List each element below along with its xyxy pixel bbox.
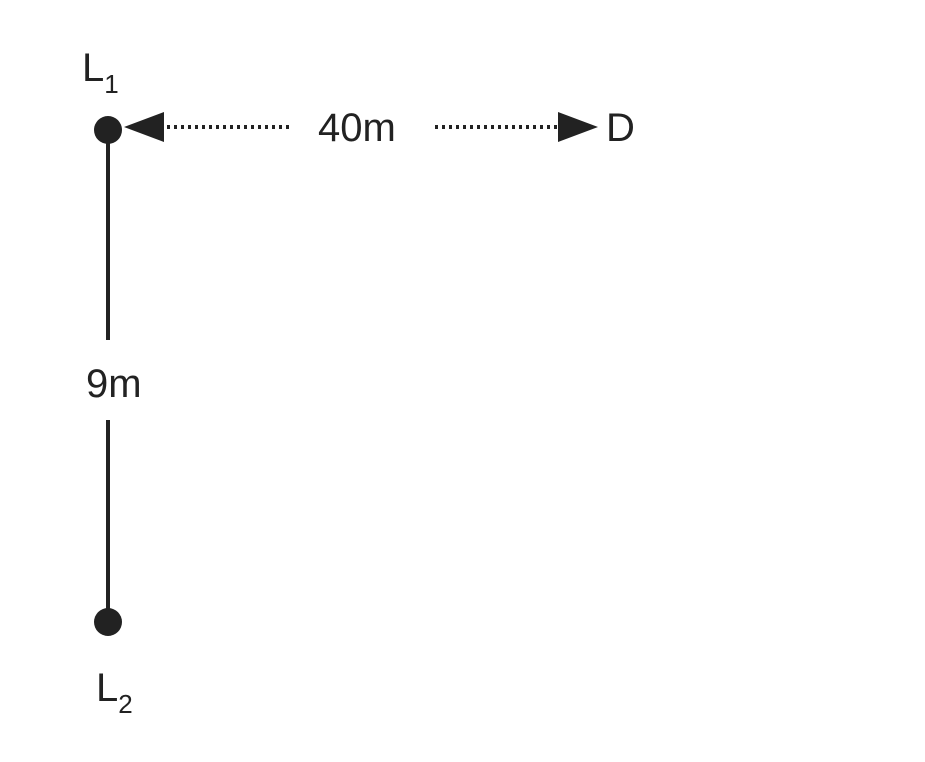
label-l1: L1 (82, 46, 119, 97)
label-horizontal-distance: 40m (318, 106, 396, 150)
label-l1-subscript: 1 (104, 69, 119, 99)
label-l2-subscript: 2 (118, 689, 133, 719)
point-l1 (94, 116, 122, 144)
arrowhead-left (124, 112, 164, 142)
arrowhead-right (558, 112, 598, 142)
label-l2: L2 (96, 666, 133, 717)
label-destination: D (606, 106, 635, 150)
label-l2-text: L (96, 666, 119, 710)
label-vertical-distance: 9m (86, 362, 142, 406)
label-l1-text: L (82, 46, 105, 90)
point-l2 (94, 608, 122, 636)
